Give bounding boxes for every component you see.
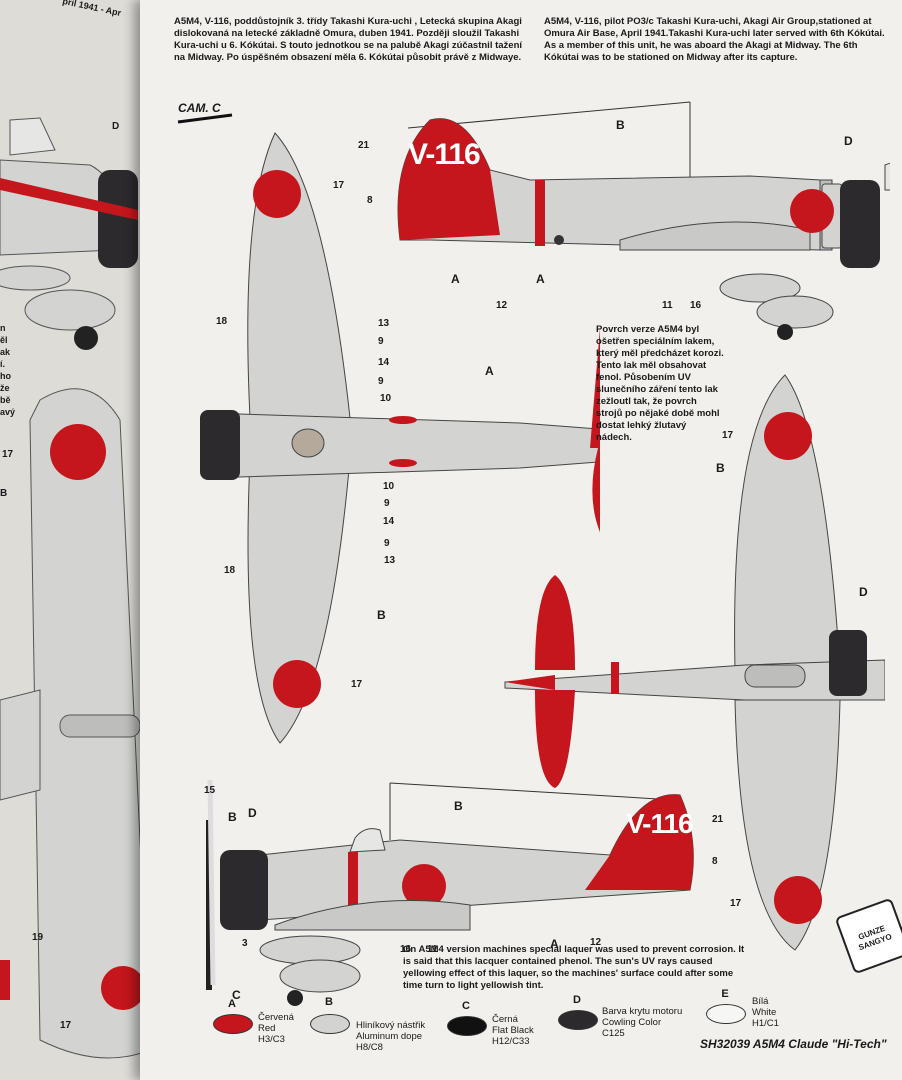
plan-callout-17-bottom: 17 (351, 679, 363, 690)
note-english: On A5M4 version machines special laquer … (403, 944, 745, 991)
plan-callout-17-top: 17 (333, 180, 345, 191)
legend-swatch-black (447, 1016, 487, 1036)
bottom-callout-a: A (550, 937, 559, 951)
left-callout-17: 17 (2, 449, 14, 460)
left-callout-19: 19 (32, 932, 44, 943)
bottom-callout-8: 8 (712, 856, 718, 867)
plan-callout-14-b: 14 (383, 516, 395, 527)
callout-16: 16 (690, 300, 702, 311)
bottom-callout-21: 21 (712, 814, 724, 825)
callout-a-2: A (536, 272, 545, 286)
plan-callout-18-top: 18 (216, 316, 228, 327)
legend-letter-d: D (573, 994, 581, 1006)
legend-letter-a: A (228, 998, 236, 1010)
legend-swatch-cowling (558, 1010, 598, 1030)
plan-view-bottom (504, 374, 885, 951)
plan-callout-10-b: 10 (383, 481, 395, 492)
plan-callout-10-a: 10 (380, 393, 392, 404)
plan-callout-a: A (485, 364, 494, 378)
legend-swatch-white (706, 1004, 746, 1024)
side-view-top (397, 101, 890, 340)
plan-callout-9-a: 9 (378, 336, 384, 347)
legend-swatch-red (213, 1014, 253, 1034)
bottom-callout-12: 12 (590, 937, 602, 948)
caption-english: A5M4, V-116, pilot PO3/c Takashi Kura-uc… (544, 16, 885, 63)
right-callout-17-top: 17 (722, 430, 734, 441)
plan-callout-9-d: 9 (384, 538, 390, 549)
plan-callout-14-a: 14 (378, 357, 390, 368)
bottom-callout-15: 15 (204, 785, 216, 796)
plan-callout-b: B (377, 608, 386, 622)
right-callout-17-bottom: 17 (730, 898, 742, 909)
camo-label: CAM. C (178, 101, 221, 115)
left-callout-d-top: D (112, 121, 120, 132)
callout-12: 12 (496, 300, 508, 311)
bottom-callout-d: D (248, 806, 257, 820)
callout-21: 21 (358, 140, 370, 151)
bottom-callout-b-left: B (228, 810, 237, 824)
legend-swatch-aluminum (310, 1014, 350, 1034)
plan-callout-18-b: 18 (224, 565, 236, 576)
plan-callout-13-top: 13 (378, 318, 390, 329)
legend-letter-e: E (721, 988, 729, 1000)
plan-callout-9-c: 9 (384, 498, 390, 509)
aircraft-code-bottom: V-116 (626, 808, 694, 839)
caption-czech: A5M4, V-116, poddůstojník 3. třídy Takas… (174, 16, 523, 63)
right-callout-b: B (716, 461, 725, 475)
product-footer: SH32039 A5M4 Claude "Hi-Tech" (700, 1037, 887, 1051)
bottom-callout-c: C (232, 988, 241, 1002)
side-view-bottom (206, 780, 694, 1006)
legend-letter-c: C (462, 1000, 470, 1012)
bottom-callout-3: 3 (242, 938, 248, 949)
plan-callout-13-b: 13 (384, 555, 396, 566)
left-callout-b: B (0, 488, 8, 499)
left-callout-17-bottom: 17 (60, 1020, 72, 1031)
callout-b-top: B (616, 118, 625, 132)
aircraft-code-top: V-116 (408, 138, 481, 171)
callout-11: 11 (662, 300, 673, 311)
left-page-drawings (0, 117, 150, 1059)
callout-d-top: D (844, 134, 853, 148)
bottom-callout-11: 11 (427, 944, 438, 955)
right-page: A5M4, V-116, poddůstojník 3. třídy Takas… (140, 0, 902, 1080)
callout-8: 8 (367, 195, 373, 206)
left-page: pril 1941 - Apr D 17 B D 19 17 něl akí. … (0, 0, 157, 1080)
bottom-callout-16: 16 (400, 944, 412, 955)
legend-letter-b: B (325, 996, 333, 1008)
note-czech: Povrch verze A5M4 byl ošetřen speciálním… (596, 324, 724, 443)
camo-underline (177, 113, 233, 124)
bottom-callout-b: B (454, 799, 463, 813)
right-callout-d: D (859, 585, 868, 599)
callout-a-1: A (451, 272, 460, 286)
plan-view-top (200, 132, 600, 744)
plan-callout-9-b: 9 (378, 376, 384, 387)
